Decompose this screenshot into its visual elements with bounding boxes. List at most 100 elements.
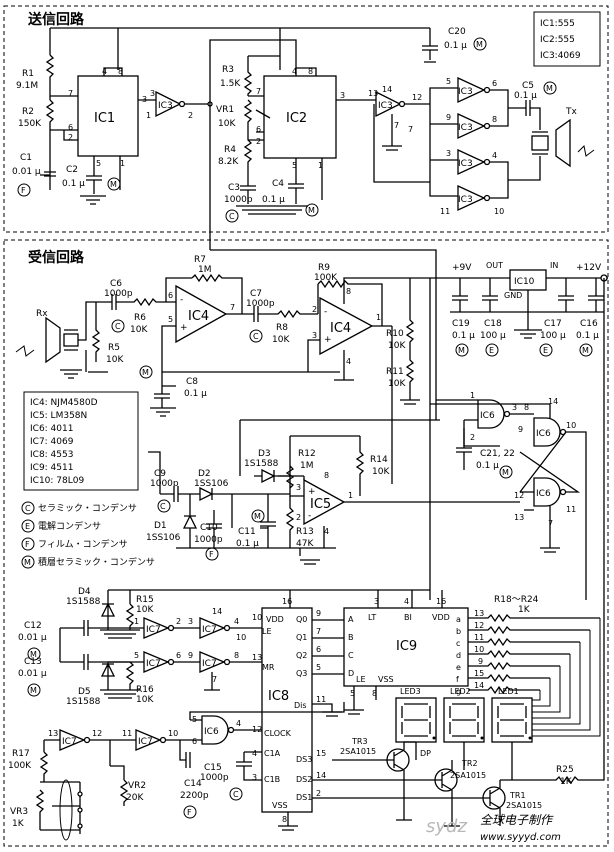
svg-text:C1A: C1A [264,749,281,758]
svg-text:1: 1 [318,161,323,170]
svg-text:3: 3 [188,617,193,626]
svg-text:4: 4 [404,597,409,606]
ic-legend-rx: IC4: NJM4580D IC5: LM358N IC6: 4011 IC7:… [23,391,139,491]
svg-text:C17: C17 [544,319,562,329]
svg-text:IC1:555: IC1:555 [540,19,575,29]
svg-text:16: 16 [282,597,292,606]
ic-legend-tx: IC1:555 IC2:555 IC3:4069 [533,11,601,67]
svg-text:1S1588: 1S1588 [66,597,101,607]
svg-text:IC3: IC3 [458,87,473,97]
svg-text:VSS: VSS [378,675,394,684]
svg-text:12: 12 [412,93,422,102]
svg-text:g: g [456,687,461,696]
svg-text:3: 3 [446,149,451,158]
svg-text:IC7: IC7 [146,659,161,669]
svg-text:DS2: DS2 [296,775,312,784]
svg-text:+: + [180,323,188,333]
svg-text:VSS: VSS [272,801,288,810]
svg-text:GND: GND [504,291,522,300]
svg-text:7: 7 [316,627,321,636]
receive-section-border [3,239,609,847]
svg-text:8: 8 [234,651,239,660]
svg-text:F: F [21,186,26,195]
svg-text:1000p: 1000p [246,299,275,309]
svg-text:2SA1015: 2SA1015 [506,801,542,810]
svg-text:IC7: IC7 [62,737,77,747]
svg-text:2200p: 2200p [180,791,209,801]
svg-text:0.01 μ: 0.01 μ [18,633,47,643]
svg-text:C19: C19 [452,319,470,329]
svg-text:0.1 μ: 0.1 μ [576,331,599,341]
svg-text:M: M [110,180,117,189]
svg-text:E: E [25,522,30,531]
r2-label: R2 [22,107,34,117]
svg-text:7: 7 [408,125,413,134]
svg-text:0.1 μ: 0.1 μ [452,331,475,341]
svg-text:C: C [115,322,121,331]
svg-text:M: M [458,346,465,355]
svg-text:14: 14 [316,771,326,780]
c20-label: C20 [448,27,466,37]
svg-text:20K: 20K [126,793,144,803]
svg-text:0.1 μ: 0.1 μ [262,195,285,205]
svg-text:2: 2 [68,133,73,142]
svg-text:R9: R9 [318,263,330,273]
svg-text:1: 1 [348,491,353,500]
svg-text:d: d [456,651,461,660]
svg-text:0.01 μ: 0.01 μ [12,167,41,177]
svg-text:IC7: IC7 [202,625,217,635]
svg-text:100 μ: 100 μ [540,331,566,341]
svg-text:2: 2 [256,137,261,146]
svg-text:M: M [30,650,37,659]
svg-text:LT: LT [368,613,376,622]
svg-text:VR2: VR2 [128,781,146,791]
svg-text:14: 14 [212,607,222,616]
svg-text:VDD: VDD [432,613,450,622]
svg-text:100 μ: 100 μ [480,331,506,341]
c2-label: C2 [66,165,78,175]
svg-text:IC9: 4511: IC9: 4511 [30,463,73,473]
svg-text:2: 2 [312,305,317,314]
ic1-label: IC1 [94,111,115,126]
svg-text:M: M [254,512,261,521]
svg-text:IC7: 4069: IC7: 4069 [30,437,74,447]
svg-text:10: 10 [474,645,484,654]
svg-text:フィルム・コンデンサ: フィルム・コンデンサ [38,538,128,550]
svg-text:F: F [187,808,192,817]
svg-text:1000p: 1000p [194,535,223,545]
svg-text:7: 7 [394,121,399,130]
svg-text:9: 9 [478,657,483,666]
svg-text:13: 13 [474,609,484,618]
svg-text:E: E [489,346,494,355]
svg-text:M: M [502,468,509,477]
svg-text:TR3: TR3 [351,737,368,746]
svg-text:IC3:4069: IC3:4069 [540,51,581,61]
svg-text:9: 9 [446,113,451,122]
svg-text:10K: 10K [388,341,406,351]
svg-text:4: 4 [236,719,241,728]
svg-text:12: 12 [514,491,524,500]
svg-text:1000p: 1000p [200,773,229,783]
svg-text:C: C [253,332,259,341]
svg-text:OUT: OUT [486,261,503,270]
svg-text:Q2: Q2 [296,651,307,660]
svg-text:C: C [348,651,354,660]
svg-text:セラミック・コンデンサ: セラミック・コンデンサ [38,502,137,514]
svg-text:3: 3 [252,773,257,782]
svg-text:a: a [456,615,461,624]
svg-text:C15: C15 [204,763,222,773]
svg-text:C7: C7 [250,289,262,299]
svg-text:16: 16 [436,597,446,606]
svg-text:3: 3 [374,597,379,606]
svg-text:10K: 10K [136,695,154,705]
svg-text:+9V: +9V [452,263,472,273]
